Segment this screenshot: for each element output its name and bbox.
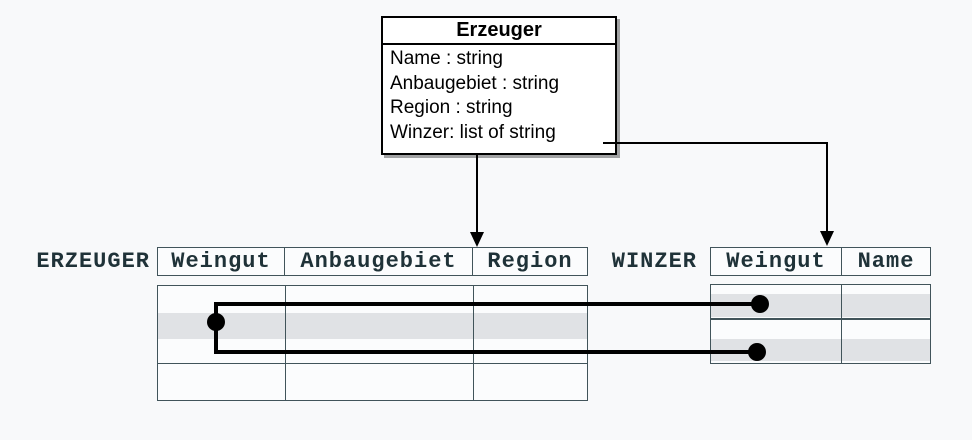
erzeuger-table-header: Weingut Anbaugebiet Region bbox=[157, 247, 588, 276]
erzeuger-grid-vline bbox=[284, 286, 286, 400]
class-attribute-name: Name : string bbox=[390, 48, 503, 69]
erzeuger-col-region: Region bbox=[487, 249, 573, 274]
winzer-table-header: Weingut Name bbox=[710, 247, 931, 276]
winzer-highlighted-row-2 bbox=[711, 339, 930, 361]
erzeuger-col-weingut: Weingut bbox=[158, 248, 285, 275]
winzer-col-name: Name bbox=[857, 249, 915, 274]
class-attribute-winzer: Winzer: list of string bbox=[390, 121, 556, 143]
uml-class-box: Erzeuger Name : string Anbaugebiet : str… bbox=[381, 16, 617, 155]
winzer-attr-to-winzer-line bbox=[603, 142, 828, 232]
erzeuger-col-anbaugebiet: Anbaugebiet bbox=[285, 248, 473, 275]
erzeuger-grid-vline bbox=[472, 286, 474, 400]
class-attributes: Name : string Anbaugebiet : string Regio… bbox=[383, 45, 615, 145]
arrowhead-down-winzer-icon bbox=[820, 231, 834, 246]
winzer-table-label: WINZER bbox=[611, 249, 697, 274]
winzer-grid-vline bbox=[840, 285, 842, 363]
erzeuger-table-label: ERZEUGER bbox=[36, 249, 150, 274]
class-title: Erzeuger bbox=[383, 18, 615, 45]
erzeuger-table-body bbox=[157, 285, 588, 401]
winzer-grid-hline bbox=[711, 318, 930, 320]
winzer-highlighted-row-1 bbox=[711, 294, 930, 317]
class-attribute-anbaugebiet: Anbaugebiet : string bbox=[390, 72, 560, 94]
erzeuger-highlighted-row bbox=[158, 313, 587, 339]
class-attribute-region: Region : string bbox=[390, 97, 513, 118]
erzeuger-grid-hline bbox=[158, 362, 587, 364]
winzer-col-weingut: Weingut bbox=[711, 248, 842, 275]
arrowhead-down-erzeuger-icon bbox=[470, 232, 484, 247]
winzer-table-body bbox=[710, 284, 931, 364]
